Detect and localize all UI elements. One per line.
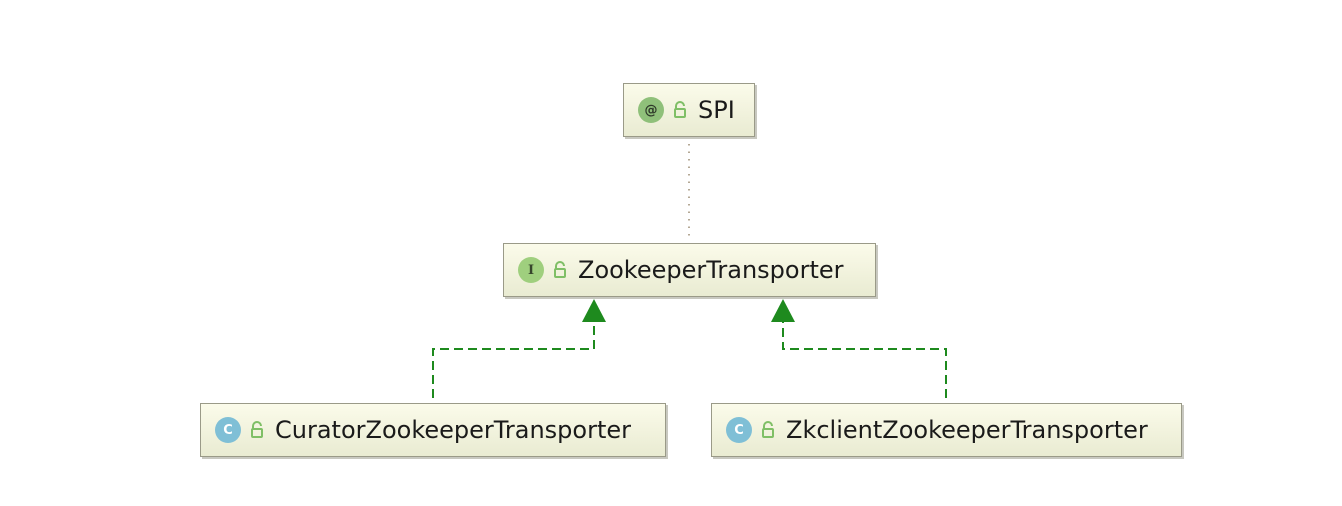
- unlock-icon: [554, 261, 566, 278]
- class-badge-icon: C: [215, 417, 241, 443]
- edge-implements-zkclient: [782, 320, 947, 398]
- node-zookeeper-transporter[interactable]: I ZookeeperTransporter: [503, 243, 876, 297]
- edge-implements-curator: [432, 320, 595, 398]
- node-curator-zookeeper-transporter[interactable]: C CuratorZookeeperTransporter: [200, 403, 666, 457]
- node-label: ZkclientZookeeperTransporter: [786, 416, 1148, 444]
- node-label: ZookeeperTransporter: [578, 256, 844, 284]
- unlock-icon: [762, 421, 774, 438]
- arrowhead-implements-curator: [582, 299, 606, 322]
- node-zkclient-zookeeper-transporter[interactable]: C ZkclientZookeeperTransporter: [711, 403, 1182, 457]
- annotation-badge-icon: @: [638, 97, 664, 123]
- arrowhead-implements-zkclient: [771, 299, 795, 322]
- node-label: SPI: [698, 96, 735, 124]
- node-spi[interactable]: @ SPI: [623, 83, 755, 137]
- class-badge-icon: C: [726, 417, 752, 443]
- node-label: CuratorZookeeperTransporter: [275, 416, 632, 444]
- unlock-icon: [674, 101, 686, 118]
- unlock-icon: [251, 421, 263, 438]
- interface-badge-icon: I: [518, 257, 544, 283]
